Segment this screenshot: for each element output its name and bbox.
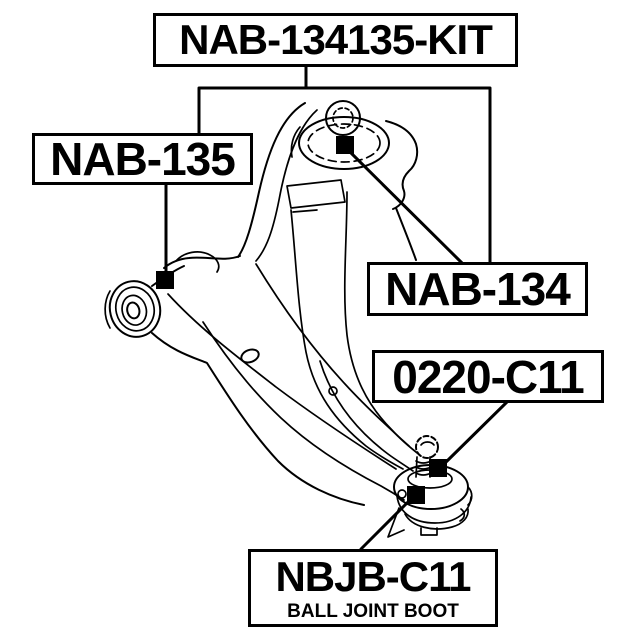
part-label-nab-134: NAB-134: [385, 263, 571, 315]
part-label-nbjb-c11: NBJB-C11: [275, 552, 471, 600]
marker-0220-c11: [429, 459, 447, 477]
leader-nbjb-c11: [361, 497, 413, 549]
part-label-kit: NAB-134135-KIT: [179, 16, 493, 63]
marker-nbjb-c11: [407, 486, 425, 504]
part-box-0220-c11[interactable]: 0220-C11: [372, 350, 604, 403]
part-box-nab-135[interactable]: NAB-135: [32, 133, 253, 185]
leader-nab-134: [347, 149, 462, 263]
part-label-0220-c11: 0220-C11: [392, 350, 584, 403]
marker-nab-134: [336, 136, 354, 154]
kit-bracket-connector: [199, 66, 490, 262]
rear-bushing-drawing: [104, 266, 184, 342]
ball-joint-drawing: [388, 436, 472, 537]
part-box-nab-134135-kit[interactable]: NAB-134135-KIT: [153, 13, 518, 67]
part-box-nab-134[interactable]: NAB-134: [367, 262, 588, 316]
part-sublabel-ball-joint-boot: BALL JOINT BOOT: [287, 600, 459, 622]
front-bushing-drawing: [291, 101, 417, 209]
control-arm-body: [152, 103, 421, 505]
leader-0220-c11: [445, 401, 508, 463]
marker-nab-135: [156, 271, 174, 289]
part-box-nbjb-c11[interactable]: NBJB-C11 BALL JOINT BOOT: [248, 549, 498, 627]
part-label-nab-135: NAB-135: [50, 133, 236, 185]
